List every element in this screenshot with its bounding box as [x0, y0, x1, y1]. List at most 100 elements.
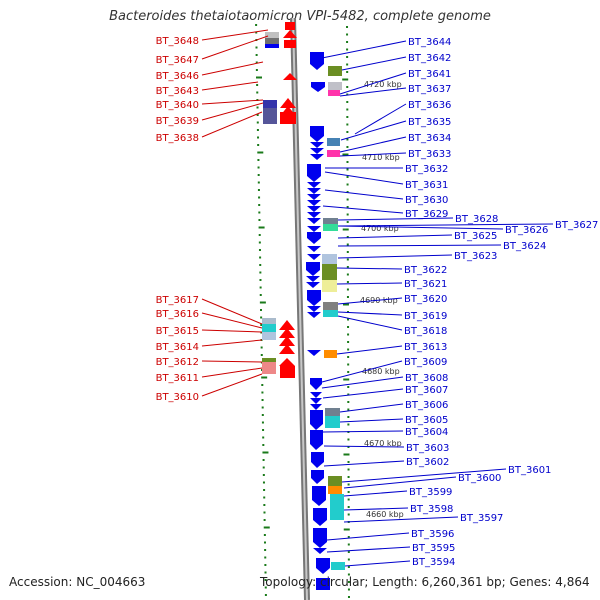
tick-mark [346, 296, 349, 298]
tick-mark [257, 181, 260, 184]
tick-mark [257, 166, 260, 169]
gene-label-right[interactable]: BT_3603 [406, 443, 449, 454]
scale-label: 4680 kbp [362, 367, 400, 376]
gene-label-right[interactable]: BT_3595 [412, 543, 455, 554]
gene-label-left[interactable]: BT_3616 [156, 309, 199, 320]
tick-mark [258, 204, 261, 206]
label-leader-line [343, 516, 459, 523]
label-leader-line [322, 430, 404, 433]
gene-label-left[interactable]: BT_3612 [156, 357, 199, 368]
gene-label-right[interactable]: BT_3641 [408, 69, 451, 80]
tick-mark [259, 279, 262, 281]
gene-label-right[interactable]: BT_3632 [405, 164, 448, 175]
gene-label-right[interactable]: BT_3625 [454, 231, 497, 242]
gene-label-right[interactable]: BT_3594 [412, 557, 455, 568]
gene-label-right[interactable]: BT_3599 [409, 487, 452, 498]
tick-mark [346, 288, 349, 291]
tick-mark [258, 226, 265, 229]
gene-label-right[interactable]: BT_3597 [460, 513, 503, 524]
label-leader-line [201, 35, 269, 60]
gene-label-left[interactable]: BT_3640 [156, 100, 199, 111]
gene-label-right[interactable]: BT_3606 [405, 400, 448, 411]
gene-label-left[interactable]: BT_3643 [156, 86, 199, 97]
tick-mark [346, 213, 349, 216]
tick-mark [261, 391, 264, 394]
gene-label-right[interactable]: BT_3604 [405, 427, 448, 438]
label-leader-line [201, 61, 264, 76]
gene-label-right[interactable]: BT_3598 [410, 504, 453, 515]
label-leader-line [201, 329, 263, 333]
tick-mark [347, 363, 350, 366]
gene-label-right[interactable]: BT_3636 [408, 100, 451, 111]
gene-label-right[interactable]: BT_3623 [454, 251, 497, 262]
tick-mark [259, 294, 262, 296]
label-leader-line [339, 403, 404, 413]
tick-mark [347, 423, 350, 426]
gene-label-left[interactable]: BT_3610 [156, 392, 199, 403]
gene-label-right[interactable]: BT_3622 [404, 265, 447, 276]
scale-label: 4660 kbp [366, 510, 404, 519]
gene-label-right[interactable]: BT_3631 [405, 180, 448, 191]
gene-label-right[interactable]: BT_3642 [408, 53, 451, 64]
tick-mark [255, 31, 258, 34]
gene-label-right[interactable]: BT_3596 [411, 529, 454, 540]
tick-mark [347, 491, 350, 493]
gene-label-right[interactable]: BT_3605 [405, 415, 448, 426]
gene-label-right[interactable]: BT_3634 [408, 133, 451, 144]
gene-label-right[interactable]: BT_3635 [408, 117, 451, 128]
label-leader-line [324, 171, 404, 185]
gene-label-right[interactable]: BT_3602 [406, 457, 449, 468]
gene-label-right[interactable]: BT_3644 [408, 37, 451, 48]
tick-mark [346, 168, 349, 171]
tick-mark [346, 273, 349, 276]
gene-label-left[interactable]: BT_3615 [156, 326, 199, 337]
gene-label-left[interactable]: BT_3648 [156, 36, 199, 47]
tick-mark [347, 588, 350, 591]
tick-mark [347, 483, 350, 486]
gene-label-right[interactable]: BT_3627 [555, 220, 598, 231]
tick-mark [347, 536, 350, 538]
tick-mark [346, 138, 349, 141]
gene-label-right[interactable]: BT_3619 [404, 311, 447, 322]
tick-mark [342, 78, 349, 81]
gene-label-right[interactable]: BT_3607 [405, 385, 448, 396]
gene-label-right[interactable]: BT_3608 [405, 373, 448, 384]
tick-mark [346, 236, 349, 238]
tick-mark [262, 466, 265, 469]
gene-label-right[interactable]: BT_3621 [404, 279, 447, 290]
gene-label-left[interactable]: BT_3647 [156, 55, 199, 66]
gene-label-left[interactable]: BT_3646 [156, 71, 199, 82]
gene-label-right[interactable]: BT_3628 [455, 214, 498, 225]
gene-label-right[interactable]: BT_3613 [404, 342, 447, 353]
tick-mark [346, 108, 349, 111]
label-leader-line [337, 225, 504, 230]
gene-label-right[interactable]: BT_3633 [408, 149, 451, 160]
tick-mark [342, 153, 349, 156]
gene-label-right[interactable]: BT_3601 [508, 465, 551, 476]
gene-label-right[interactable]: BT_3600 [458, 473, 501, 484]
gene-label-left[interactable]: BT_3617 [156, 295, 199, 306]
tick-mark [262, 481, 265, 484]
map-title: Bacteroides thetaiotaomicron VPI-5482, c… [109, 9, 491, 24]
scale-label: 4720 kbp [364, 80, 402, 89]
gene-label-left[interactable]: BT_3611 [156, 373, 199, 384]
gene-label-right[interactable]: BT_3620 [404, 294, 447, 305]
tick-mark [261, 399, 264, 401]
tick-mark [346, 161, 349, 163]
gene-label-right[interactable]: BT_3624 [503, 241, 546, 252]
tick-mark [258, 196, 261, 199]
label-leader-line [326, 546, 411, 553]
gene-label-right[interactable]: BT_3630 [405, 195, 448, 206]
tick-marks [255, 24, 350, 598]
gene-label-left[interactable]: BT_3614 [156, 342, 199, 353]
gene-label-right[interactable]: BT_3629 [405, 209, 448, 220]
gene-label-right[interactable]: BT_3618 [404, 326, 447, 337]
gene-label-left[interactable]: BT_3639 [156, 116, 199, 127]
gene-label-right[interactable]: BT_3626 [505, 225, 548, 236]
tick-mark [347, 401, 350, 403]
gene-label-right[interactable]: BT_3609 [404, 357, 447, 368]
tick-mark [346, 281, 349, 283]
gene-label-left[interactable]: BT_3638 [156, 133, 199, 144]
gene-label-right[interactable]: BT_3637 [408, 84, 451, 95]
tick-mark [256, 84, 259, 86]
